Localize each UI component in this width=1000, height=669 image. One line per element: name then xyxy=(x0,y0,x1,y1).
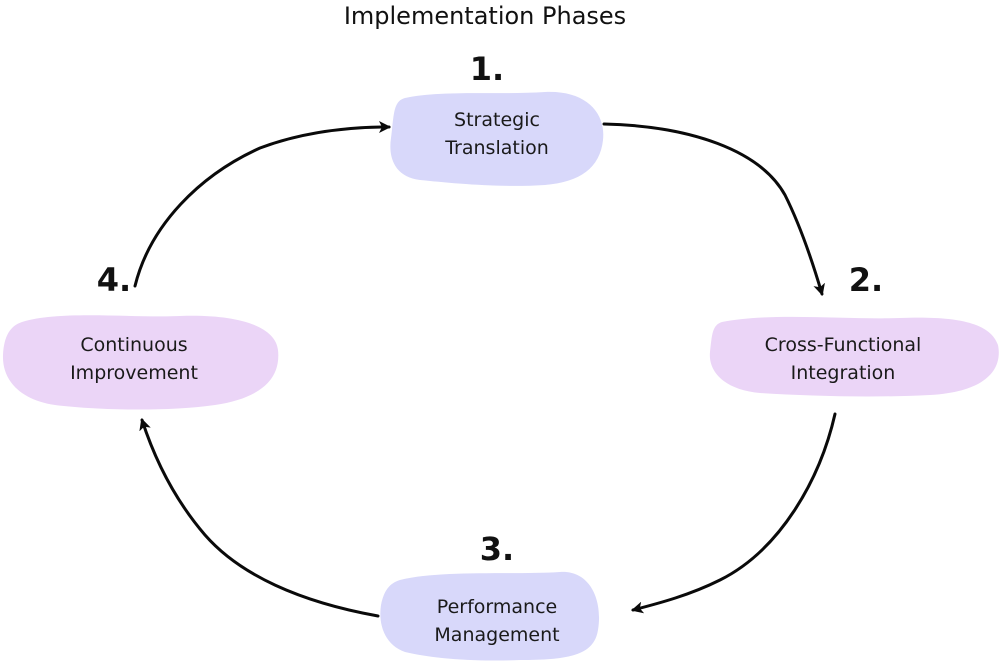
phase-1-cloud xyxy=(390,91,604,186)
phase-4-node: 4. Continuous Improvement xyxy=(2,261,279,410)
phase-2-label-line2: Integration xyxy=(791,362,896,384)
phase-3-cloud xyxy=(380,571,600,661)
phase-3-label-line2: Management xyxy=(434,624,559,646)
phase-3-number: 3. xyxy=(480,530,514,568)
phase-1-node: 1. Strategic Translation xyxy=(390,50,604,186)
phase-4-label-line2: Improvement xyxy=(70,362,198,384)
arrow-phase3-to-phase4 xyxy=(139,418,380,618)
arrow-phase2-to-phase3 xyxy=(631,412,837,614)
phase-4-label-line1: Continuous xyxy=(80,334,187,356)
phase-4-number: 4. xyxy=(97,261,131,299)
arrow-phase1-to-phase2 xyxy=(602,122,825,296)
diagram-title: Implementation Phases xyxy=(344,2,626,30)
phase-3-label-line1: Performance xyxy=(437,596,557,618)
phase-3-node: 3. Performance Management xyxy=(380,530,600,661)
phase-2-cloud xyxy=(709,316,999,397)
phase-1-number: 1. xyxy=(470,50,504,88)
phase-2-node: 2. Cross-Functional Integration xyxy=(709,261,999,397)
phase-2-number: 2. xyxy=(849,261,883,299)
phase-1-label-line2: Translation xyxy=(444,137,549,159)
phase-1-label-line1: Strategic xyxy=(454,109,540,131)
phase-4-cloud xyxy=(2,315,279,410)
phase-2-label-line1: Cross-Functional xyxy=(765,334,922,356)
arrow-phase4-to-phase1 xyxy=(133,121,391,288)
